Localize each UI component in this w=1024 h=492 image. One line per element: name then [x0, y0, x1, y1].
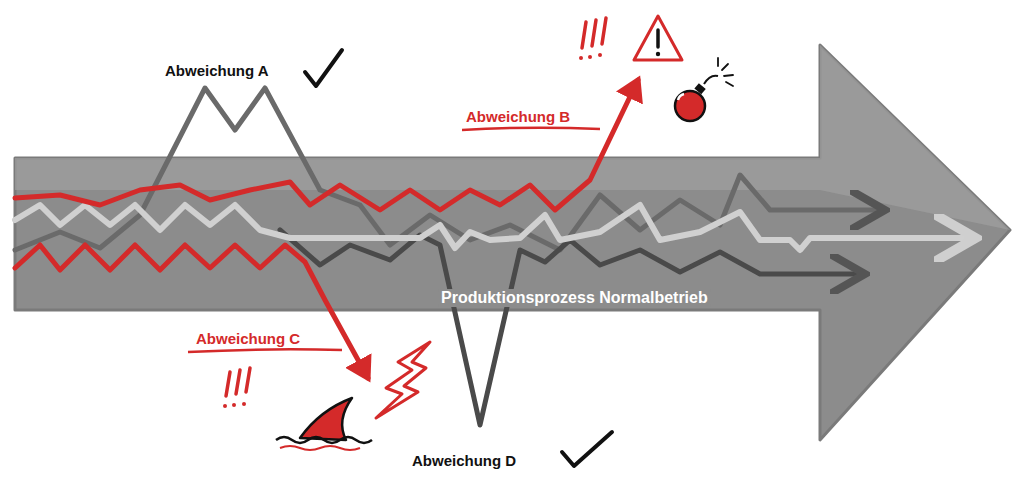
line-c — [15, 245, 368, 378]
line-d — [280, 230, 860, 425]
bomb-symbol — [675, 58, 733, 121]
band-label: Produktionsprozess Normalbetrieb — [438, 289, 711, 307]
deviation-label: Abweichung C — [196, 330, 300, 348]
lightning-symbol — [376, 342, 430, 418]
line-b — [15, 80, 638, 210]
check-d — [562, 432, 612, 466]
underline-b — [462, 128, 600, 130]
process-band: Produktionsprozess Normalbetrieb — [10, 40, 1015, 445]
line-light — [15, 205, 970, 250]
underline-c — [188, 349, 342, 352]
deviation-label: Abweichung A — [165, 62, 269, 80]
alarm-marks — [223, 368, 250, 408]
arrow-shape — [10, 40, 1015, 445]
alarm-marks — [579, 18, 606, 60]
warning-symbol — [634, 16, 682, 60]
deviation-label: Abweichung B — [466, 108, 570, 126]
shark-symbol — [276, 398, 372, 450]
check-a — [305, 50, 342, 86]
deviation-label: Abweichung D — [412, 452, 516, 470]
